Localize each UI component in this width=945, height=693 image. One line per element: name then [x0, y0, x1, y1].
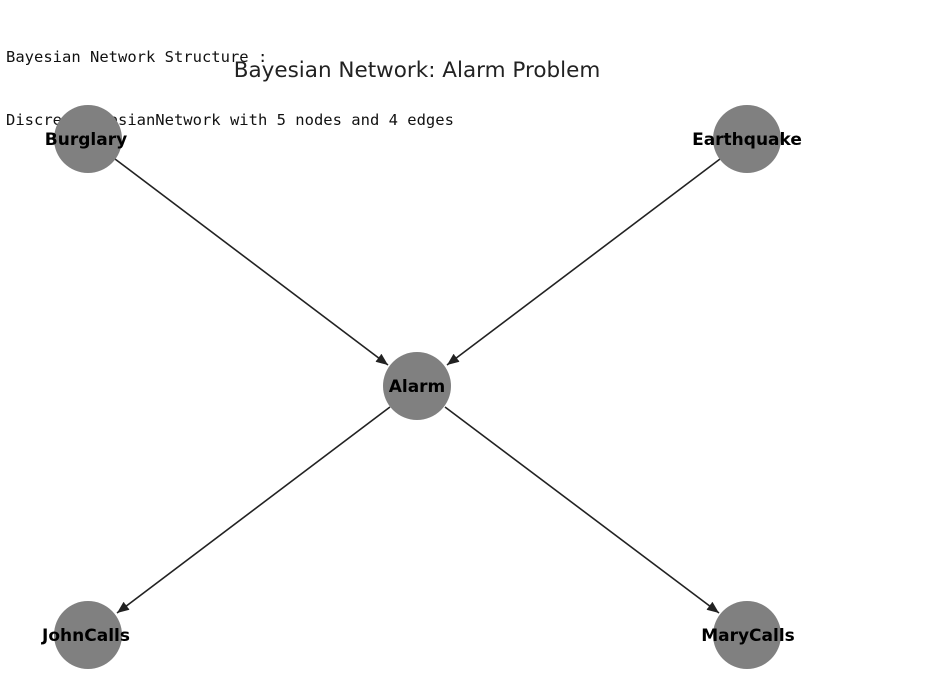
node-marycalls-circle	[713, 601, 781, 669]
node-earthquake: Earthquake	[692, 105, 802, 173]
node-johncalls-circle	[54, 601, 122, 669]
edge-earthquake-alarm	[446, 158, 721, 366]
node-earthquake-circle	[713, 105, 781, 173]
node-marycalls-label: MaryCalls	[701, 626, 795, 646]
node-johncalls: JohnCalls	[41, 601, 130, 669]
node-burglary-label: Burglary	[45, 130, 127, 150]
node-burglary-circle	[54, 105, 122, 173]
node-earthquake-label: Earthquake	[692, 130, 802, 150]
node-marycalls: MaryCalls	[701, 601, 795, 669]
node-alarm: Alarm	[383, 352, 451, 420]
edge-burglary-alarm	[114, 158, 389, 366]
node-alarm-circle	[383, 352, 451, 420]
edge-alarm-johncalls	[116, 406, 391, 614]
edge-alarm-marycalls	[444, 406, 720, 614]
node-johncalls-label: JohnCalls	[41, 626, 130, 646]
node-alarm-label: Alarm	[389, 377, 446, 397]
node-burglary: Burglary	[45, 105, 127, 173]
console-line-header: Bayesian Network Structure :	[6, 48, 268, 66]
diagram-title: Bayesian Network: Alarm Problem	[234, 58, 601, 83]
